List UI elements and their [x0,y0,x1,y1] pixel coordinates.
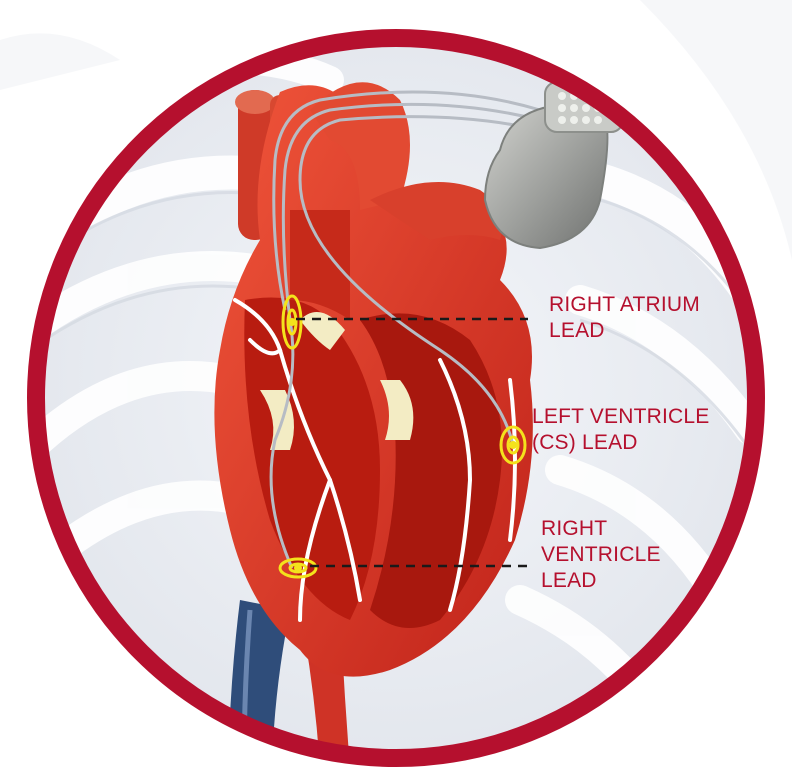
label-right-atrium-line2: LEAD [549,318,700,344]
ra-lead-tip [288,318,296,326]
label-right-atrium-line1: RIGHT ATRIUM [549,292,700,318]
label-right-ventricle-line1: RIGHT [541,516,661,542]
rv-lead-tip [294,564,302,572]
label-right-atrium-lead: RIGHT ATRIUM LEAD [549,292,700,344]
label-left-ventricle-lead: LEFT VENTRICLE (CS) LEAD [532,404,709,456]
lv-lead-tip [509,441,517,449]
label-left-ventricle-line1: LEFT VENTRICLE [532,404,709,430]
label-right-ventricle-line3: LEAD [541,568,661,594]
label-right-ventricle-line2: VENTRICLE [541,542,661,568]
label-left-ventricle-line2: (CS) LEAD [532,430,709,456]
label-right-ventricle-lead: RIGHT VENTRICLE LEAD [541,516,661,594]
